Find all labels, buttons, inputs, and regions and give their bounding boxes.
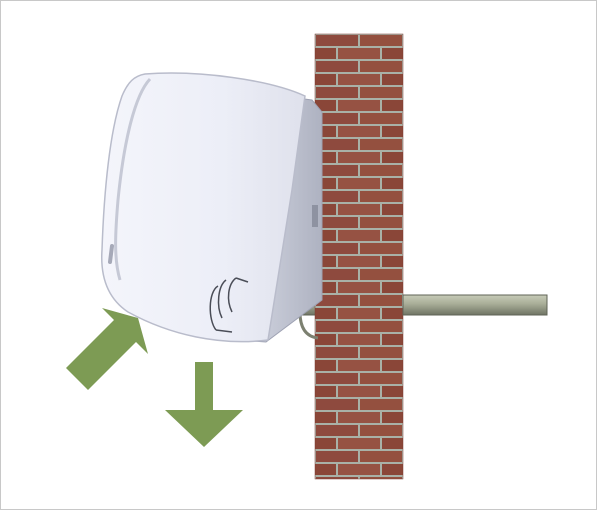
pipe-exterior xyxy=(403,295,547,315)
arrow-down xyxy=(165,362,243,447)
indoor-ac-unit xyxy=(102,73,322,342)
arrow-up-right xyxy=(66,308,148,390)
brick-wall xyxy=(315,34,403,479)
